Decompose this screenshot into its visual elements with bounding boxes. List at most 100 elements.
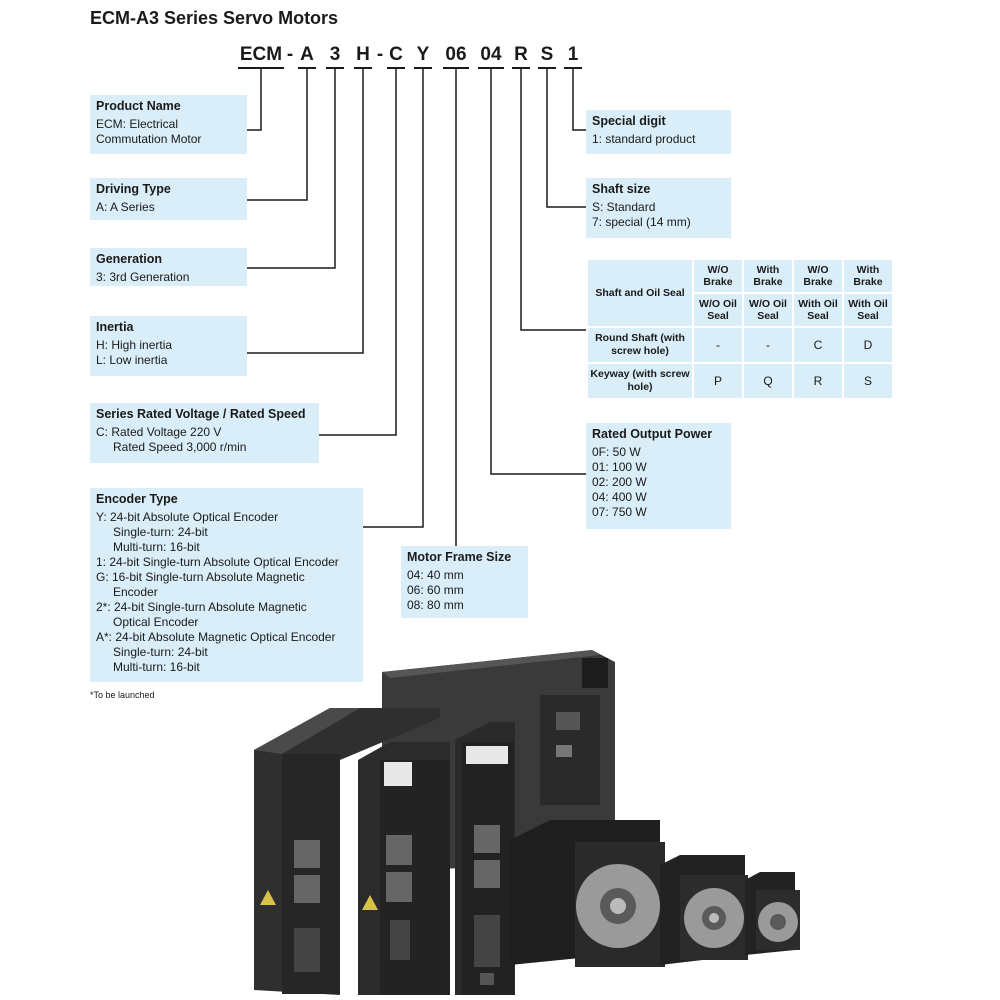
box-line: Y: 24-bit Absolute Optical Encoder [96,510,279,524]
box-driving-type: Driving Type A: A Series [90,178,247,220]
box-title: Special digit [592,114,666,128]
code-1: 1 [567,44,579,65]
connector-lines [247,69,586,546]
box-line: 08: 80 mm [407,598,464,612]
box-line: A: A Series [96,200,155,214]
connector-output-power [490,69,586,475]
connector-inertia [247,69,364,354]
box-title: Encoder Type [96,492,178,506]
code-underline [538,67,556,69]
box-line: A*: 24-bit Absolute Magnetic Optical Enc… [96,630,336,644]
box-line: 04: 400 W [592,490,647,504]
box-special-digit: Special digit 1: standard product [586,110,731,154]
box-line: L: Low inertia [96,353,168,367]
page-title: ECM-A3 Series Servo Motors [90,8,339,28]
code-underline [478,67,504,69]
code-h: H [356,44,370,65]
box-line: 07: 750 W [592,505,647,519]
box-line: 3: 3rd Generation [96,270,190,284]
motor-small-image [745,872,800,955]
connector-shaft-table [520,69,586,331]
connector-encoder-type [363,69,424,528]
connector-generation [247,69,336,269]
connector-driving-type [247,69,308,201]
box-line: 1: 24-bit Single-turn Absolute Optical E… [96,555,339,569]
seal-header: W/O Oil Seal [692,292,744,328]
seal-header: With Oil Seal [842,292,894,328]
box-line: 02: 200 W [592,475,647,489]
table-cell: Q [742,362,794,400]
box-line: G: 16-bit Single-turn Absolute Magnetic [96,570,305,584]
box-line: Encoder [113,585,158,599]
table-row: Round Shaft (with screw hole) - - C D [586,326,894,364]
code-a: A [300,44,314,65]
table-cell: - [742,326,794,364]
box-product-name: Product Name ECM: Electrical Commutation… [90,95,247,154]
box-line: S: Standard [592,200,656,214]
drive-3-image [455,722,515,995]
box-title: Driving Type [96,182,171,196]
box-line: 2*: 24-bit Single-turn Absolute Magnetic [96,600,307,614]
code-3: 3 [329,44,341,65]
box-generation: Generation 3: 3rd Generation [90,248,247,286]
drive-1-image [254,708,440,995]
table-cell: D [842,326,894,364]
box-line: ECM: Electrical [96,117,179,131]
brake-header: W/O Brake [792,258,844,294]
drive-2-image [358,742,450,995]
code-underline [354,67,372,69]
table-cell: P [692,362,744,400]
code-dash-1: - [286,44,294,65]
box-shaft-size: Shaft size S: Standard 7: special (14 mm… [586,178,731,238]
connector-product-name [247,69,262,131]
code-underline [326,67,344,69]
seal-header: W/O Oil Seal [742,292,794,328]
brake-header: W/O Brake [692,258,744,294]
box-line: 1: standard product [592,132,696,146]
code-06: 06 [445,44,467,65]
box-inertia: Inertia H: High inertia L: Low inertia [90,316,247,376]
connector-shaft-size [546,69,586,208]
code-04: 04 [480,44,502,65]
box-title: Generation [96,252,162,266]
box-title: Product Name [96,99,181,113]
code-underline [298,67,316,69]
box-line: Multi-turn: 16-bit [113,540,200,554]
code-underline [512,67,530,69]
motor-medium-image [660,855,748,965]
code-underline [564,67,582,69]
servo-product-photo [254,650,800,995]
box-rated-output-power: Rated Output Power 0F: 50 W 01: 100 W 02… [586,423,731,529]
connector-special-digit [572,69,586,131]
table-cell: C [792,326,844,364]
box-title: Inertia [96,320,134,334]
box-title: Rated Output Power [592,427,713,441]
table-row: Keyway (with screw hole) P Q R S [586,362,894,400]
table-cell: - [692,326,744,364]
code-c: C [389,44,403,65]
box-title: Motor Frame Size [407,550,512,564]
box-line: Rated Speed 3,000 r/min [113,440,247,454]
table-corner: Shaft and Oil Seal [586,258,694,328]
code-dash-2: - [376,44,384,65]
box-line: 04: 40 mm [407,568,464,582]
box-line: Commutation Motor [96,132,202,146]
code-underline [238,67,284,69]
box-voltage-speed: Series Rated Voltage / Rated Speed C: Ra… [90,403,319,463]
footnote: *To be launched [90,690,155,700]
box-line: 0F: 50 W [592,445,641,459]
box-line: 06: 60 mm [407,583,464,597]
box-title: Series Rated Voltage / Rated Speed [96,407,306,421]
seal-header: With Oil Seal [792,292,844,328]
row-label: Keyway (with screw hole) [586,362,694,400]
box-line: 01: 100 W [592,460,647,474]
brake-header: With Brake [842,258,894,294]
box-line: C: Rated Voltage 220 V [96,425,222,439]
box-line: 7: special (14 mm) [592,215,691,229]
brake-header: With Brake [742,258,794,294]
box-encoder-type: Encoder Type Y: 24-bit Absolute Optical … [90,488,363,682]
row-label: Round Shaft (with screw hole) [586,326,694,364]
box-line: Optical Encoder [113,615,199,629]
box-line: Single-turn: 24-bit [113,645,208,659]
motor-large-image [510,820,665,967]
